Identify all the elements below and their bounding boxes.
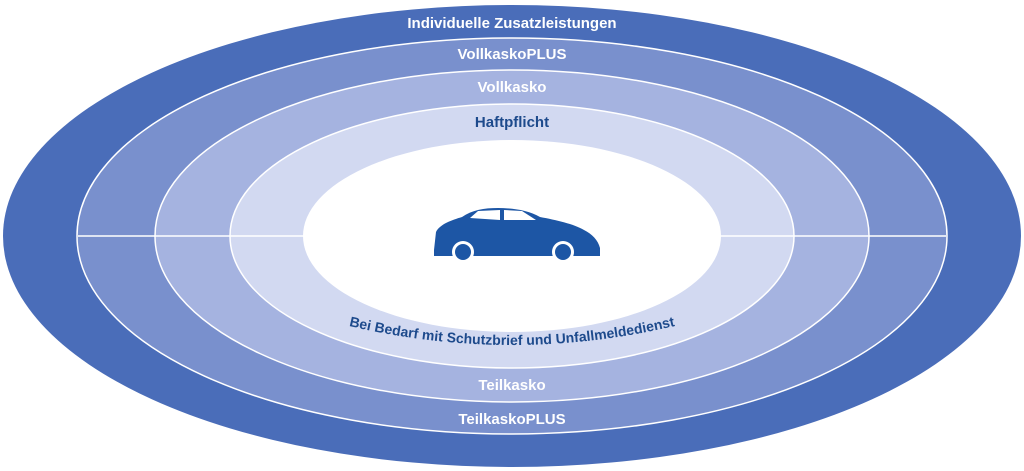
- label-vollkasko: Vollkasko: [478, 79, 547, 96]
- label-haftpflicht: Haftpflicht: [475, 114, 549, 131]
- label-vollkaskoplus: VollkaskoPLUS: [458, 46, 567, 63]
- label-individuelle-zusatzleistungen: Individuelle Zusatzleistungen: [407, 15, 616, 32]
- label-teilkaskoplus: TeilkaskoPLUS: [458, 411, 565, 428]
- car-icon: [434, 208, 600, 263]
- label-teilkasko: Teilkasko: [478, 377, 545, 394]
